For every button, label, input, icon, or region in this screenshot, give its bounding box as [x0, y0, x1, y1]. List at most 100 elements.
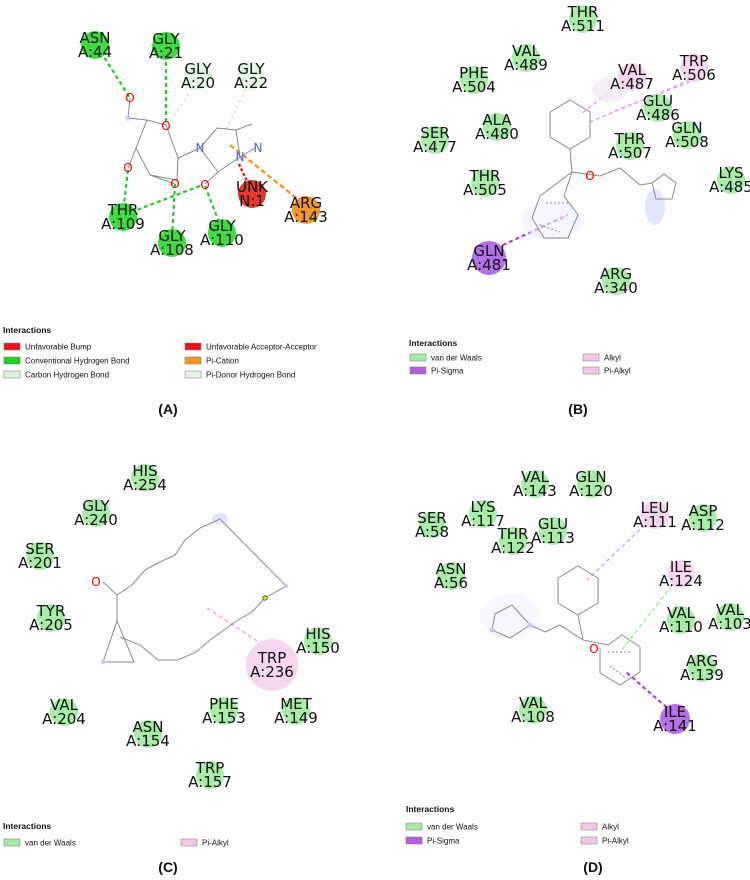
- panel-a-ligand: O O O O O N N N: [123, 91, 262, 192]
- residue-name: TRP: [257, 649, 287, 667]
- residue-id: A:506: [672, 66, 716, 84]
- residue-name: TRP: [679, 52, 709, 70]
- residue-node: PHE A:504: [452, 64, 496, 96]
- residue-id: A:113: [531, 529, 575, 547]
- contact-line: [170, 183, 177, 239]
- atom-o: O: [125, 91, 134, 105]
- residue-name: VAL: [50, 696, 79, 714]
- residue-node: LYS A:117: [461, 498, 505, 530]
- residue-disc: [437, 562, 465, 590]
- residue-id: N:1: [239, 192, 265, 210]
- residue-disc: [238, 180, 266, 208]
- residue-name: LYS: [470, 498, 495, 516]
- residue-disc: [292, 196, 320, 224]
- legend-swatch: [580, 836, 598, 845]
- residue-node: ILE A:141: [653, 703, 697, 735]
- legend-title: Interactions: [406, 804, 454, 814]
- legend-label: Unfavorable Acceptor-Acceptor: [206, 343, 317, 352]
- residue-name: ASN: [79, 29, 110, 47]
- atom-o: O: [161, 119, 170, 133]
- residue-id: A:507: [608, 144, 652, 162]
- residue-id: A:122: [491, 539, 535, 557]
- legend-label: Pi-Sigma: [427, 837, 460, 846]
- legend-title: Interactions: [409, 338, 457, 348]
- residue-node: SER A:477: [413, 124, 457, 156]
- residue-name: ASP: [689, 502, 718, 520]
- residue-disc: [469, 500, 497, 528]
- panel-label-a: (A): [158, 401, 177, 417]
- residue-disc: [569, 5, 597, 33]
- legend-swatch: [184, 356, 202, 365]
- residue-id: A:486: [636, 106, 680, 124]
- residue-name: THR: [469, 167, 501, 185]
- residue-disc: [37, 604, 65, 632]
- panel-a-residues: ASN A:44 GLY A:21 GLY A:20 GLY A:22 UNK: [78, 29, 328, 259]
- residue-id: A:511: [561, 17, 605, 35]
- residue-id: A:340: [594, 279, 638, 297]
- legend-swatch: [409, 353, 427, 362]
- residue-id: A:58: [415, 523, 449, 541]
- residue-id: A:22: [234, 74, 268, 92]
- residue-id: A:154: [126, 732, 170, 750]
- residue-id: A:254: [123, 476, 167, 494]
- panel-d-legend: Interactions van der Waals Alkyl Pi-Sigm…: [405, 804, 629, 846]
- residue-name: THR: [497, 525, 529, 543]
- residue-id: A:485: [709, 178, 750, 196]
- residue-disc: [660, 704, 690, 734]
- contact-line: [125, 184, 201, 216]
- residue-disc: [134, 720, 162, 748]
- residue-disc: [472, 241, 506, 275]
- atom-n: N: [254, 141, 263, 155]
- residue-id: A:124: [659, 572, 703, 590]
- residue-id: A:504: [452, 78, 496, 96]
- atom-n: N: [236, 150, 245, 164]
- legend-swatch: [409, 366, 427, 375]
- residue-disc: [521, 470, 549, 498]
- residue-disc: [688, 654, 716, 682]
- residue-disc: [667, 606, 695, 634]
- legend-label: van der Waals: [25, 839, 76, 848]
- residue-node: GLY A:108: [150, 227, 194, 259]
- residue-disc: [644, 94, 672, 122]
- residue-id: A:477: [413, 138, 457, 156]
- residue-name: VAL: [519, 694, 548, 712]
- residue-name: ILE: [664, 703, 686, 721]
- residue-name: PHE: [459, 64, 489, 82]
- residue-id: A:139: [680, 666, 724, 684]
- residue-disc: [208, 219, 236, 247]
- residue-name: HIS: [132, 462, 157, 480]
- residue-node: UNK N:1: [236, 178, 269, 210]
- residue-node: PHE A:153: [202, 695, 246, 727]
- residue-node: GLN A:481: [467, 241, 511, 275]
- residue-disc: [304, 627, 332, 655]
- residue-name: VAL: [521, 468, 550, 486]
- legend-label: Conventional Hydrogen Bond: [25, 357, 130, 366]
- legend-label: Unfavorable Bump: [25, 343, 92, 352]
- residue-disc: [131, 464, 159, 492]
- panel-a: O O O O O N N N ASN A:44 GLY A:21 GLY: [3, 29, 328, 417]
- residue-name: VAL: [512, 42, 541, 60]
- residue-name: GLY: [184, 60, 212, 78]
- residue-name: SER: [25, 540, 54, 558]
- residue-disc: [50, 698, 78, 726]
- legend-swatch: [582, 366, 600, 375]
- atom-o: O: [585, 169, 594, 183]
- residue-node: GLY A:20: [181, 60, 215, 92]
- legend-label: Pi-Donor Hydrogen Bond: [206, 371, 295, 380]
- residue-name: TRP: [195, 759, 225, 777]
- residue-disc: [539, 517, 567, 545]
- residue-node: VAL A:108: [511, 694, 555, 726]
- residue-id: A:143: [513, 482, 557, 500]
- residue-id: A:109: [101, 215, 145, 233]
- residue-name: SER: [417, 509, 446, 527]
- legend-swatch: [3, 838, 21, 847]
- residue-disc: [460, 66, 488, 94]
- residue-disc: [616, 132, 644, 160]
- residue-disc: [602, 267, 630, 295]
- residue-id: A:204: [42, 710, 86, 728]
- residue-disc: [210, 697, 238, 725]
- panel-c: O HIS A:254 GLY A:240 SER A:201 TYR A:20…: [3, 462, 340, 875]
- residue-disc: [82, 499, 110, 527]
- legend-label: van der Waals: [431, 354, 482, 363]
